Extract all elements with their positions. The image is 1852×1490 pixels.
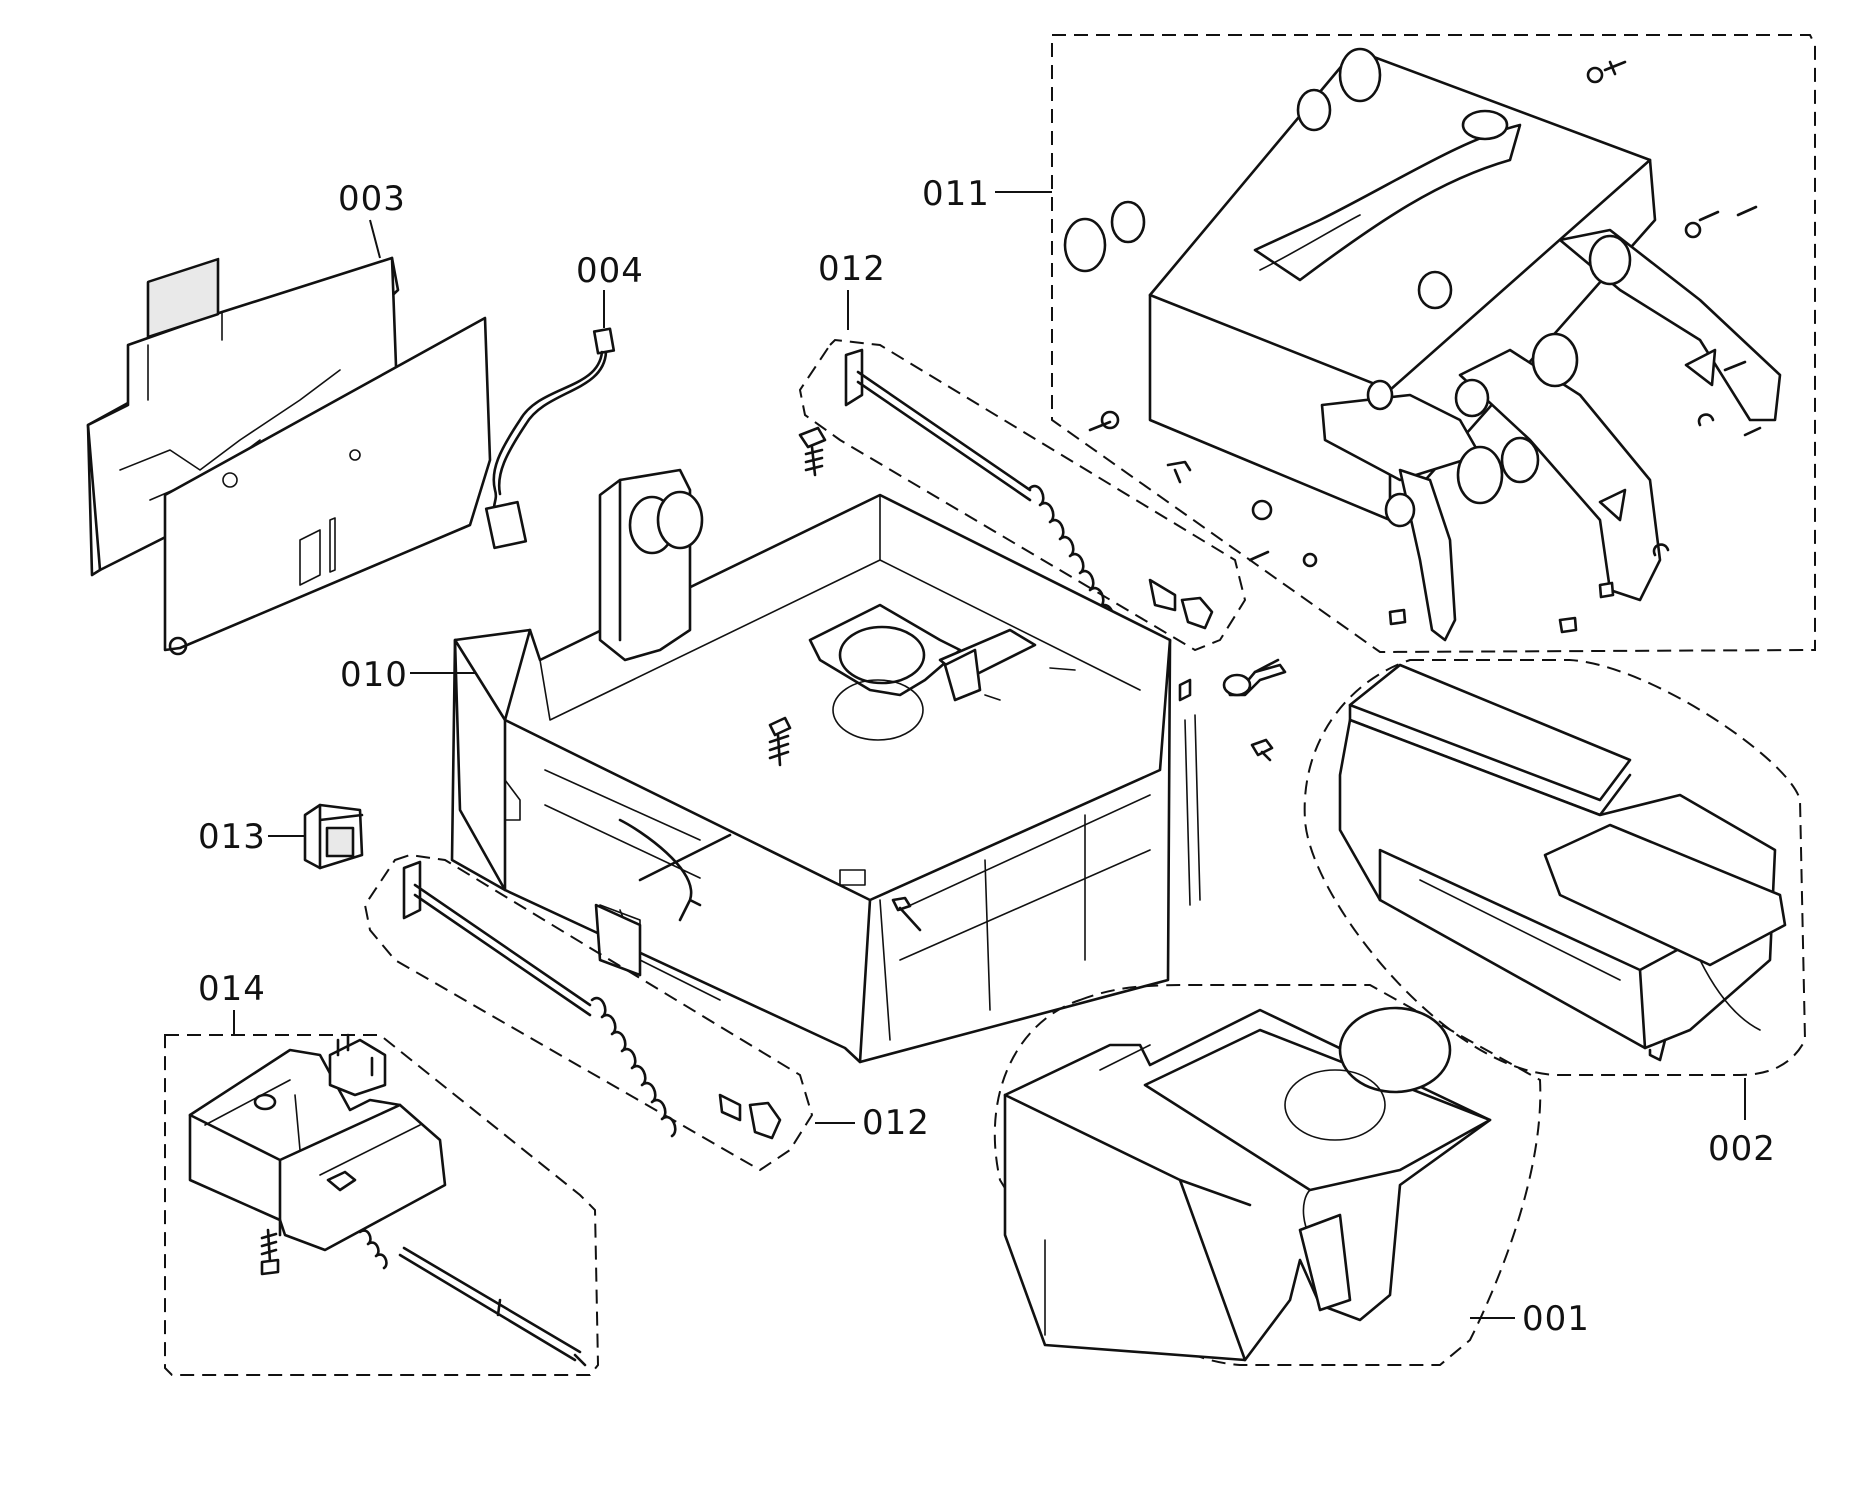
part-012-bottom-rod-spring bbox=[363, 853, 814, 1172]
part-label-013: 013 bbox=[198, 817, 266, 857]
part-label-010: 010 bbox=[340, 655, 408, 695]
part-label-003: 003 bbox=[338, 179, 406, 219]
part-label-011: 011 bbox=[922, 174, 990, 214]
part-010-main-housing bbox=[450, 468, 1201, 1064]
part-013-switch bbox=[303, 803, 364, 870]
part-label-002: 002 bbox=[1708, 1129, 1776, 1169]
part-label-001: 001 bbox=[1522, 1299, 1590, 1339]
part-001-grounds-container bbox=[993, 984, 1542, 1366]
part-012-top-rod-spring bbox=[798, 338, 1247, 652]
part-002-water-tank bbox=[1303, 659, 1807, 1076]
part-004-cable bbox=[484, 327, 616, 550]
part-010-loose-screws bbox=[798, 426, 1287, 762]
part-label-014: 014 bbox=[198, 969, 266, 1009]
part-label-012-top: 012 bbox=[818, 249, 886, 289]
part-label-012-bottom: 012 bbox=[862, 1103, 930, 1143]
part-003-circuit-boards bbox=[86, 256, 492, 656]
part-014-switch-assembly bbox=[164, 1033, 600, 1376]
part-label-004: 004 bbox=[576, 251, 644, 291]
part-011-brewing-unit-group bbox=[1051, 34, 1816, 654]
